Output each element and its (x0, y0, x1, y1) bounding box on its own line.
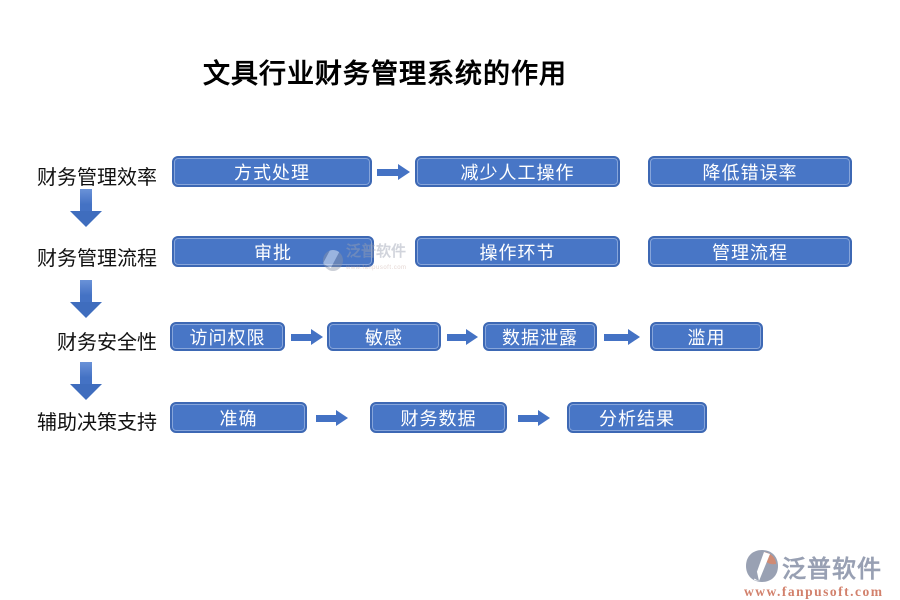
right-arrow-icon (518, 410, 550, 426)
footer-brand-block: 泛普软件 www.fanpusoft.com (744, 548, 894, 600)
node-box: 准确 (170, 402, 307, 433)
node-box: 管理流程 (648, 236, 852, 267)
node-box: 降低错误率 (648, 156, 852, 187)
node-box: 方式处理 (172, 156, 372, 187)
node-box: 访问权限 (170, 322, 285, 351)
right-arrow-icon (447, 329, 478, 345)
right-arrow-icon (316, 410, 348, 426)
node-box: 敏感 (327, 322, 441, 351)
row-label-security: 财务安全性 (57, 332, 157, 354)
node-box: 数据泄露 (483, 322, 597, 351)
footer-url-text: www.fanpusoft.com (744, 584, 884, 599)
diagram-title: 文具行业财务管理系统的作用 (203, 59, 567, 89)
row-label-process: 财务管理流程 (37, 248, 157, 270)
node-box: 分析结果 (567, 402, 707, 433)
node-box: 减少人工操作 (415, 156, 620, 187)
node-box: 操作环节 (415, 236, 620, 267)
node-box: 审批 (172, 236, 374, 267)
node-box: 滥用 (650, 322, 763, 351)
node-box: 财务数据 (370, 402, 507, 433)
right-arrow-icon (604, 329, 640, 345)
right-arrow-icon (291, 329, 323, 345)
fanpu-logo-icon (746, 550, 778, 582)
footer-brand-text: 泛普软件 (782, 556, 882, 583)
row-label-decision: 辅助决策支持 (37, 412, 157, 434)
row-label-efficiency: 财务管理效率 (37, 167, 157, 189)
right-arrow-icon (377, 164, 410, 180)
